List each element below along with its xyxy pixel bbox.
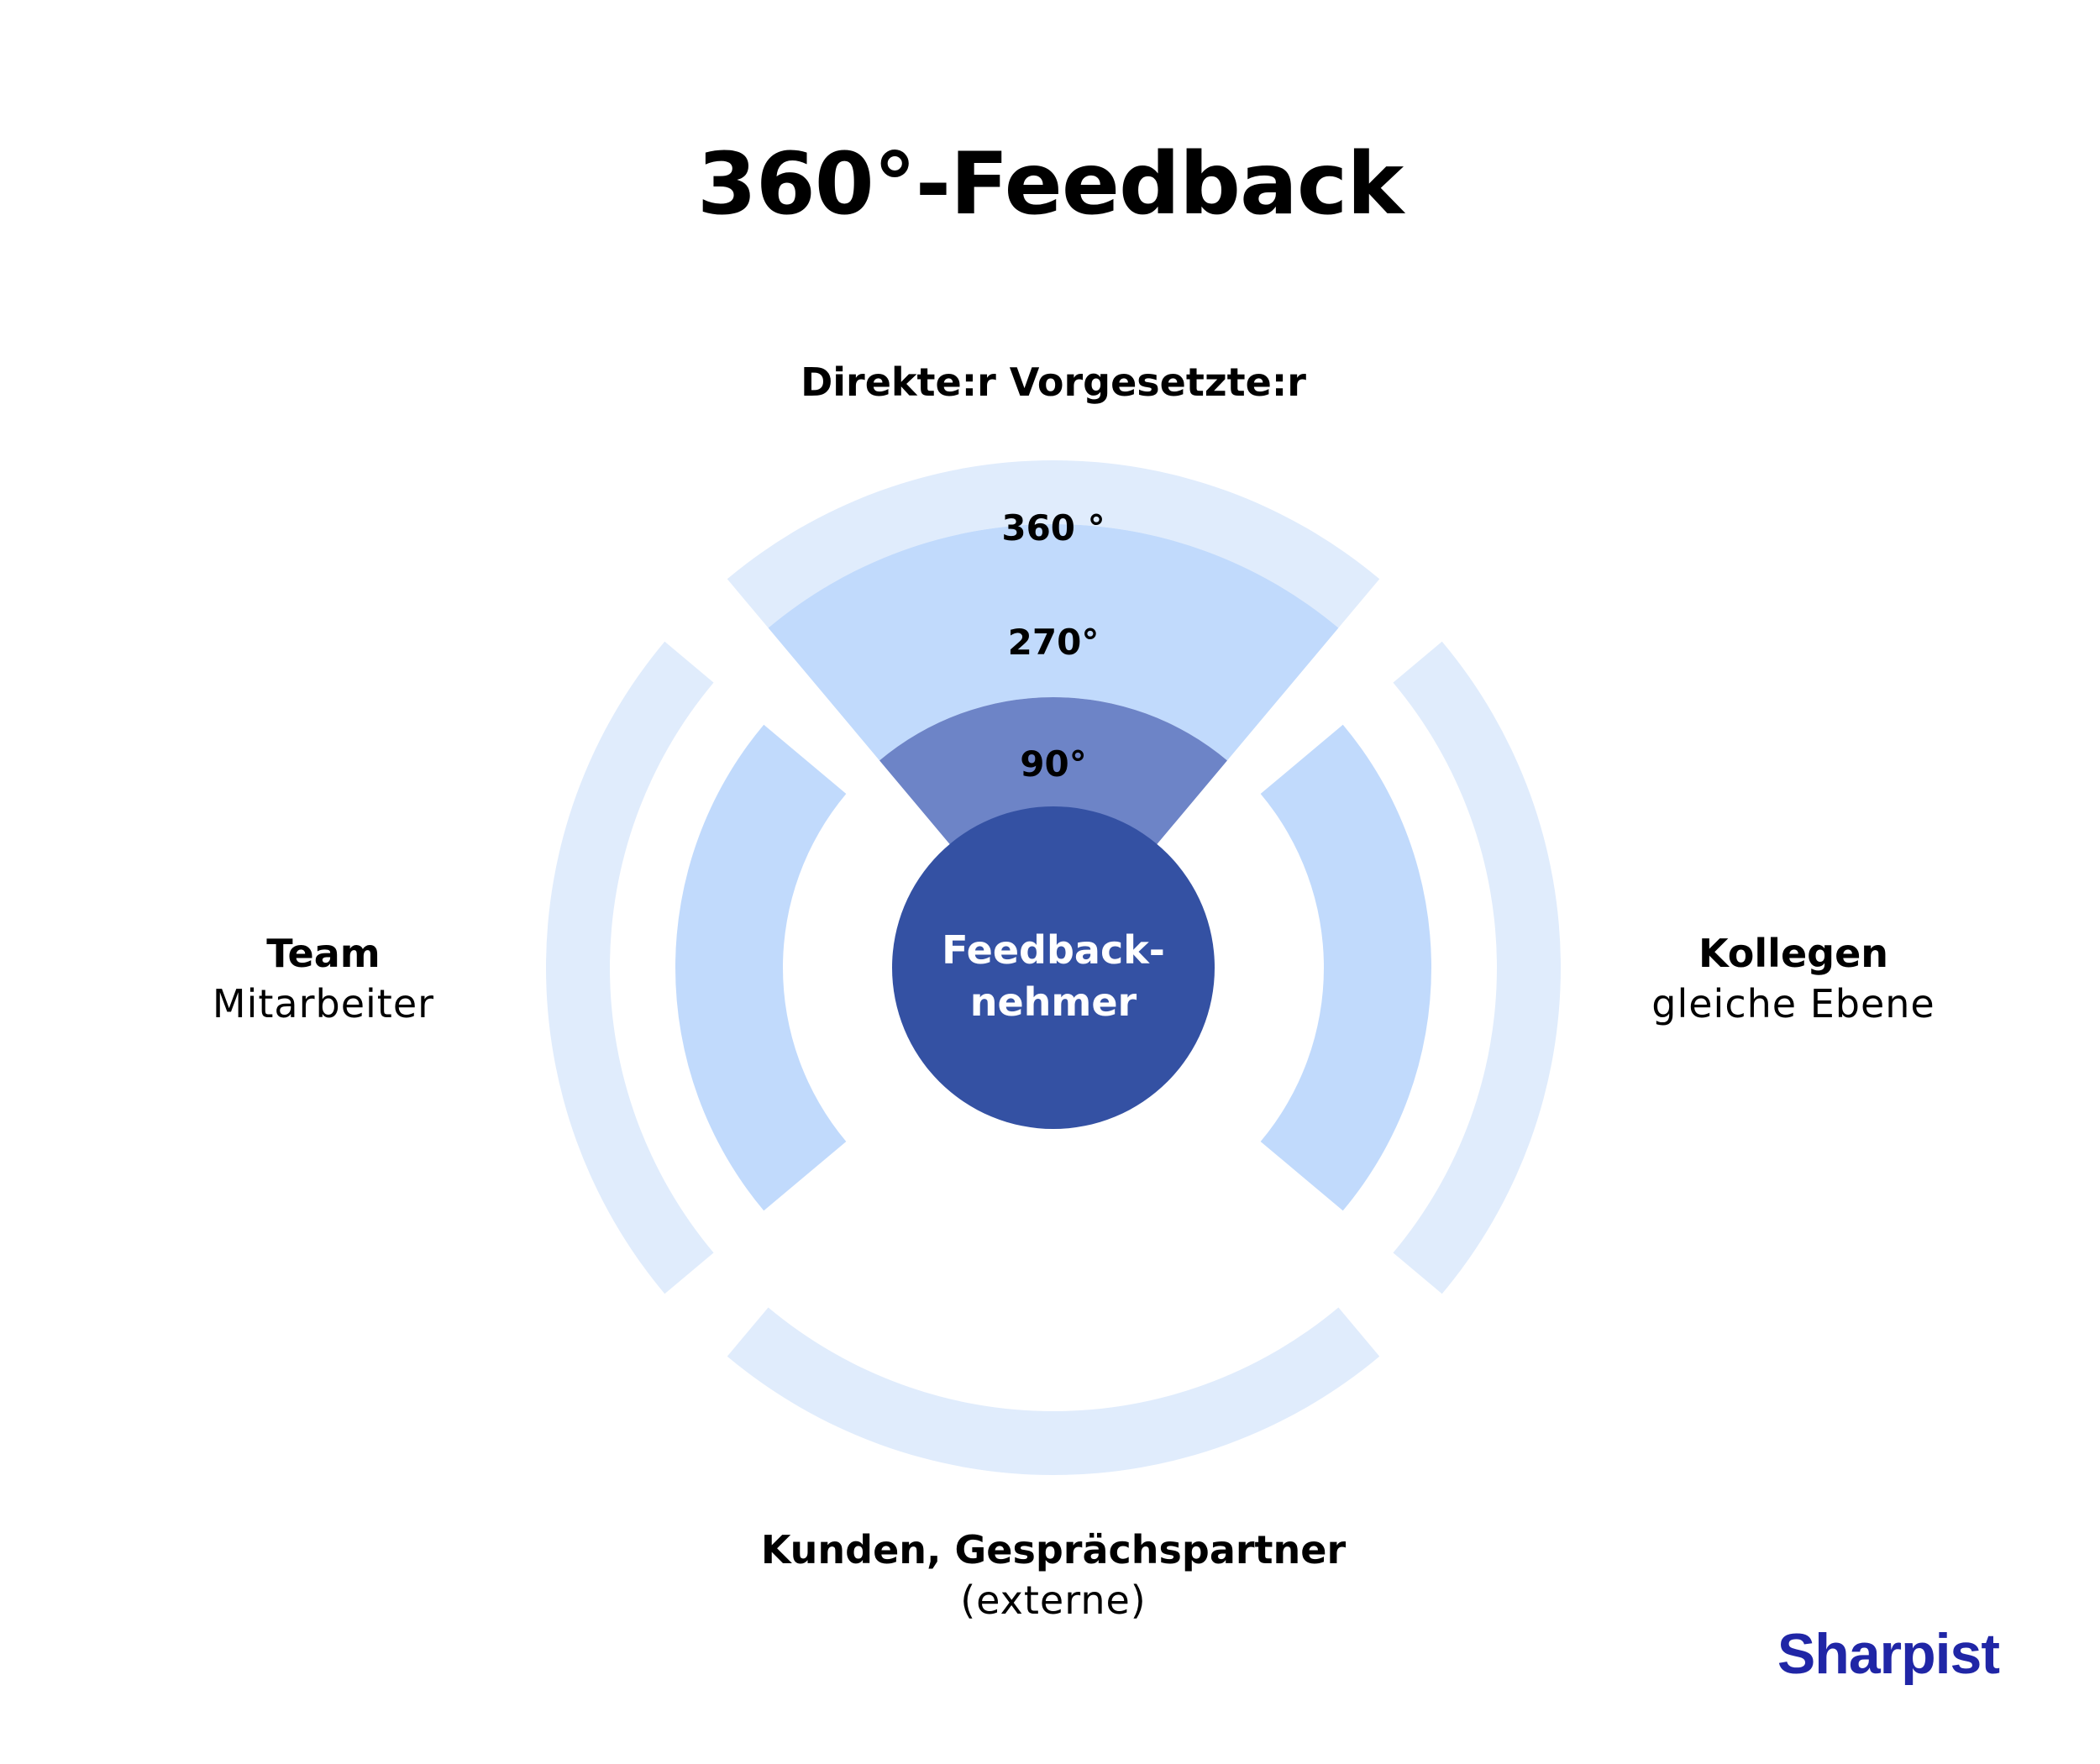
middle-segment-left — [675, 724, 847, 1211]
inner-ring-90 — [879, 697, 1227, 865]
inner-ring-label: 90° — [1020, 743, 1087, 785]
top-label: Direkte:r Vorgesetzte:r — [633, 357, 1473, 407]
outer-segment-top — [727, 460, 1380, 628]
left-label: Team Mitarbeiter — [155, 928, 491, 1029]
left-label-subtitle: Mitarbeiter — [212, 981, 435, 1026]
outer-segment-left — [546, 641, 714, 1294]
right-label-title: Kollegen — [1698, 931, 1889, 976]
bottom-label-subtitle: (externe) — [960, 1578, 1147, 1623]
right-label-subtitle: gleiche Ebene — [1651, 981, 1935, 1026]
bottom-label: Kunden, Gesprächspartner (externe) — [717, 1525, 1389, 1625]
inner-segment-top — [879, 697, 1227, 865]
outer-segment-bottom — [727, 1307, 1380, 1475]
center-label: Feedback- nehmer — [885, 924, 1221, 1028]
center-label-line1: Feedback- — [942, 927, 1165, 973]
right-label: Kollegen gleiche Ebene — [1583, 928, 2003, 1029]
page-title: 360°-Feedback — [696, 134, 1404, 234]
left-label-title: Team — [266, 931, 381, 976]
center-label-line2: nehmer — [969, 979, 1137, 1025]
outer-segment-right — [1393, 641, 1561, 1294]
middle-segment-right — [1260, 724, 1431, 1211]
middle-ring-label: 270° — [1007, 622, 1100, 663]
sharpist-logo: Sharpist — [1777, 1622, 2000, 1686]
outer-ring-360 — [546, 460, 1561, 1475]
outer-ring-label: 360 ° — [1001, 507, 1105, 549]
bottom-label-title: Kunden, Gesprächspartner — [760, 1527, 1347, 1572]
center-circle — [892, 806, 1215, 1129]
middle-ring-270 — [675, 524, 1431, 1211]
top-label-title: Direkte:r Vorgesetzte:r — [801, 360, 1306, 405]
middle-segment-top — [768, 524, 1339, 761]
